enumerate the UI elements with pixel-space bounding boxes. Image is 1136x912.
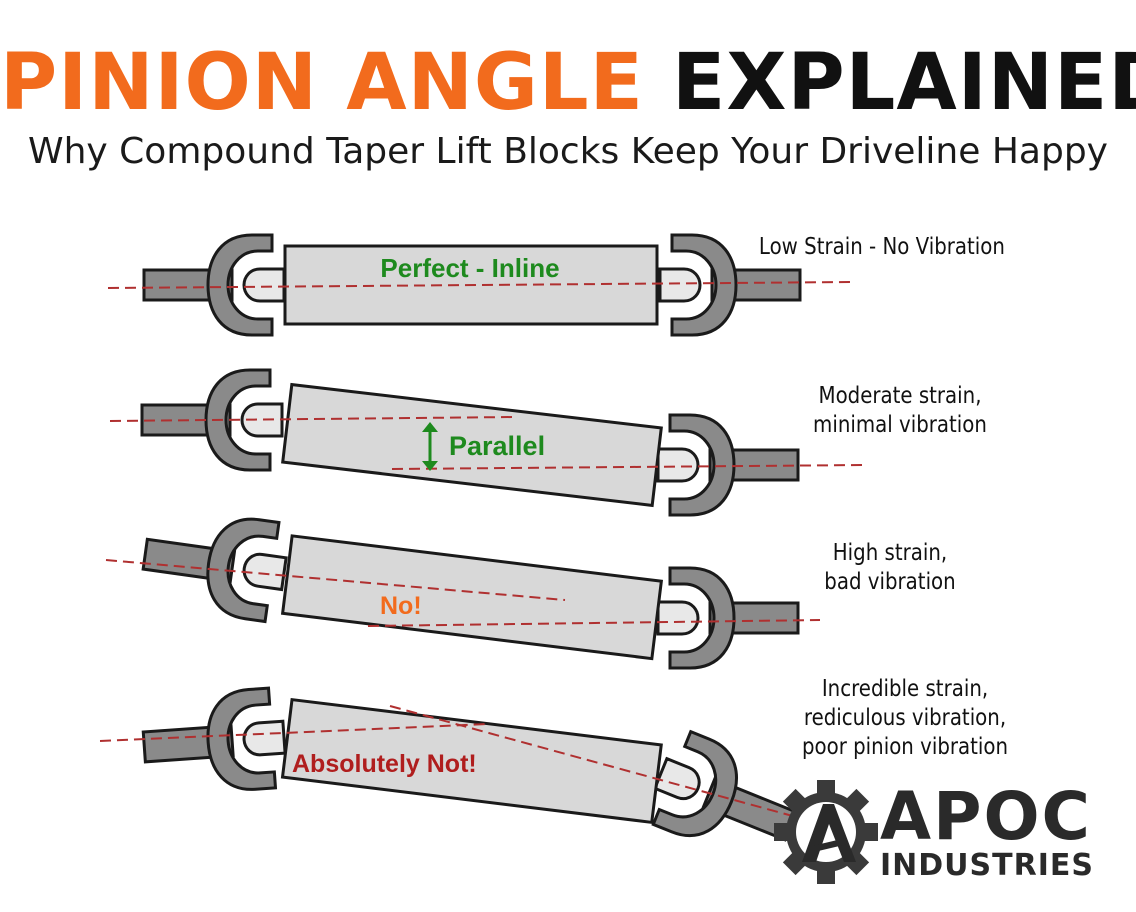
row-2-driveline: Parallel xyxy=(109,368,866,517)
title-orange: PINION ANGLE xyxy=(0,38,644,128)
row-4-driveshaft xyxy=(280,697,663,825)
row-4-note-line-2: rediculous vibration, xyxy=(803,705,1007,731)
row-4-note-line-3: poor pinion vibration xyxy=(801,734,1009,760)
row-4-label: Absolutely Not! xyxy=(292,750,477,778)
row-1-label: Perfect - Inline xyxy=(380,253,559,283)
row-3-note-line-2: bad vibration xyxy=(824,569,956,595)
row-3-driveshaft xyxy=(280,534,664,661)
gear-logo-icon xyxy=(774,780,878,884)
row-2-right-yoke xyxy=(656,413,800,517)
row-4-driveline: Absolutely Not! xyxy=(99,685,811,874)
row-3-label: No! xyxy=(380,592,422,620)
subtitle: Why Compound Taper Lift Blocks Keep Your… xyxy=(28,131,1108,172)
row-1-left-yoke xyxy=(142,233,286,337)
row-2-label: Parallel xyxy=(449,431,545,461)
parallel-arrow-icon xyxy=(422,422,438,471)
row-1-driveline: Perfect - Inline xyxy=(107,233,853,337)
brand-logo: APOC INDUSTRIES xyxy=(880,784,1094,882)
row-4-note: Incredible strain, rediculous vibration,… xyxy=(785,675,1026,762)
row-3-input-centerline xyxy=(105,559,566,601)
page-title: PINION ANGLE EXPLAINED xyxy=(0,44,1136,122)
row-4-left-yoke xyxy=(139,685,289,799)
row-1-driveshaft xyxy=(283,244,659,326)
row-2-note-line-1: Moderate strain, xyxy=(818,383,982,409)
row-2-note: Moderate strain, minimal vibration xyxy=(797,382,1003,440)
row-3-right-yoke xyxy=(656,566,800,670)
row-4-note-line-1: Incredible strain, xyxy=(821,676,989,702)
row-4-output-centerline xyxy=(389,705,801,819)
row-2-note-line-2: minimal vibration xyxy=(813,412,987,438)
logo-line-1: APOC xyxy=(880,778,1092,855)
row-2-output-centerline xyxy=(391,464,866,470)
row-1-note: Low Strain - No Vibration xyxy=(758,233,1005,262)
title-black: EXPLAINED xyxy=(672,38,1136,128)
logo-line-2: INDUSTRIES xyxy=(880,848,1094,883)
row-3-note-line-1: High strain, xyxy=(832,540,948,566)
row-1-centerline xyxy=(107,281,853,289)
row-3-output-centerline xyxy=(367,619,821,627)
row-3-driveline: No! xyxy=(105,503,821,670)
row-3-note: High strain, bad vibration xyxy=(804,539,976,597)
row-1-note-line-1: Low Strain - No Vibration xyxy=(758,234,1005,260)
row-4-input-centerline xyxy=(99,723,489,742)
